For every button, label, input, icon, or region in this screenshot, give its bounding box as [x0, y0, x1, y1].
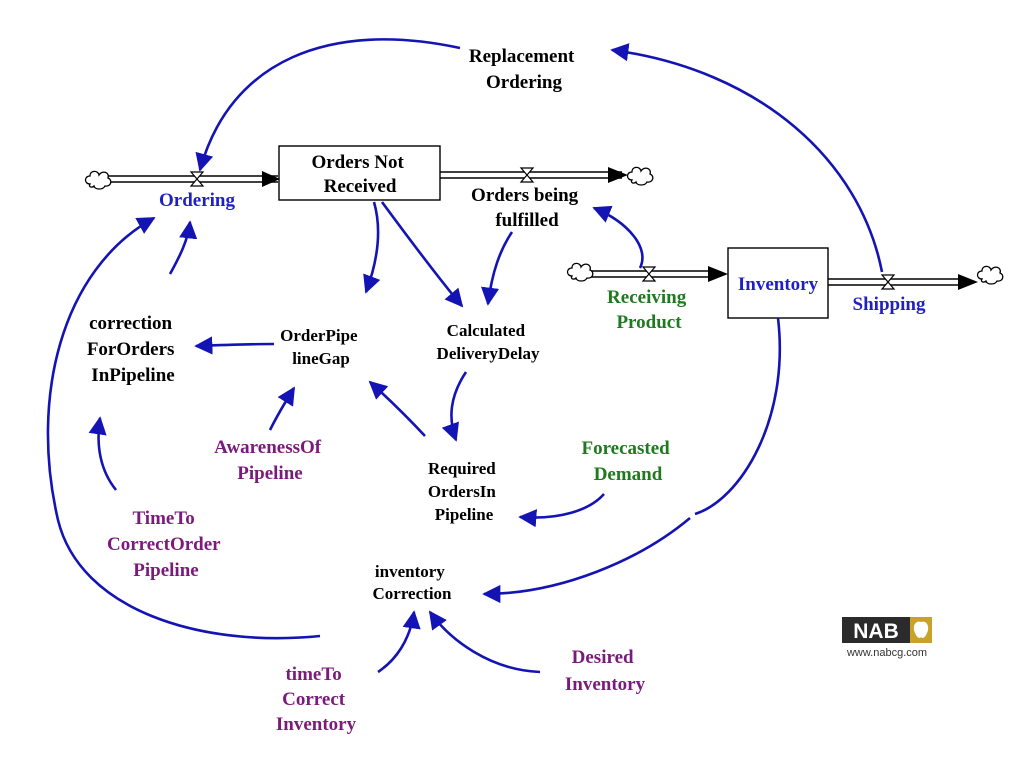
label-time-to-correct-inventory: timeTo Correct Inventory [276, 664, 357, 735]
sink-cloud-icon [626, 166, 654, 186]
nab-logo: NAB www.nabcg.com [842, 617, 932, 659]
label-desired-inventory: Desired Inventory [565, 647, 646, 695]
link-invcorrection-to-ordering [46, 216, 321, 640]
link-receiving-to-fulfilled [592, 205, 644, 269]
source-cloud-icon [84, 170, 112, 190]
link-shipping-to-replacement [610, 43, 884, 273]
label-calculated-delivery-delay: Calculated DeliveryDelay [437, 321, 540, 363]
label-forecasted-demand: Forecasted Demand [581, 438, 674, 485]
label-correction-for-orders-in-pipeline: correction ForOrders InPipeline [87, 313, 179, 386]
pipe-orders-being-fulfilled [440, 166, 654, 186]
pipe-receiving-product [566, 262, 728, 282]
link-forecast-to-required [518, 493, 605, 528]
label-awareness-of-pipeline: AwarenessOf Pipeline [214, 437, 326, 484]
link-replacement-to-ordering [195, 38, 461, 172]
label-replacement-ordering: Replacement Ordering [469, 46, 579, 93]
link-onr-to-delay [380, 201, 464, 308]
valve-icon [880, 274, 896, 290]
pipe-ordering [84, 170, 280, 190]
link-fulfilled-to-delay [481, 231, 514, 306]
stock-box-orders-not-received [278, 145, 441, 201]
label-orders-being-fulfilled: Orders being fulfilled [471, 185, 583, 231]
valve-icon [519, 167, 535, 183]
apple-icon [913, 621, 929, 638]
valve-icon [189, 171, 205, 187]
label-shipping: Shipping [853, 294, 926, 315]
label-ordering: Ordering [159, 190, 235, 211]
logo-url: www.nabcg.com [846, 647, 927, 659]
label-order-pipeline-gap: OrderPipe lineGap [280, 326, 362, 368]
link-timetocorrect-to-invcorrection [377, 610, 421, 674]
link-desired-to-invcorrection [428, 610, 541, 674]
source-cloud-icon [566, 262, 594, 282]
link-inventory-to-invcorrection [484, 317, 782, 594]
label-inventory: Inventory [738, 274, 819, 295]
link-delay-to-required [441, 371, 468, 442]
label-inventory-correction: inventory Correction [373, 562, 453, 603]
logo-brand: NAB [853, 620, 899, 643]
link-gap-to-correction [194, 336, 275, 355]
pipe-shipping [828, 265, 1004, 290]
label-orders-not-received: Orders Not Received [311, 152, 408, 197]
link-required-to-gap [368, 380, 426, 437]
link-awareness-to-gap [268, 386, 296, 431]
valve-icon [641, 266, 657, 282]
link-correction-to-ordering [168, 220, 198, 275]
sink-cloud-icon [976, 265, 1004, 285]
label-time-to-correct-order-pipeline: TimeTo CorrectOrder Pipeline [107, 508, 225, 581]
label-receiving-product: Receiving Product [607, 287, 691, 333]
link-timeto-to-correction [88, 416, 118, 491]
link-onr-to-gap [363, 201, 381, 294]
label-required-orders-in-pipeline: Required OrdersIn Pipeline [428, 459, 500, 524]
